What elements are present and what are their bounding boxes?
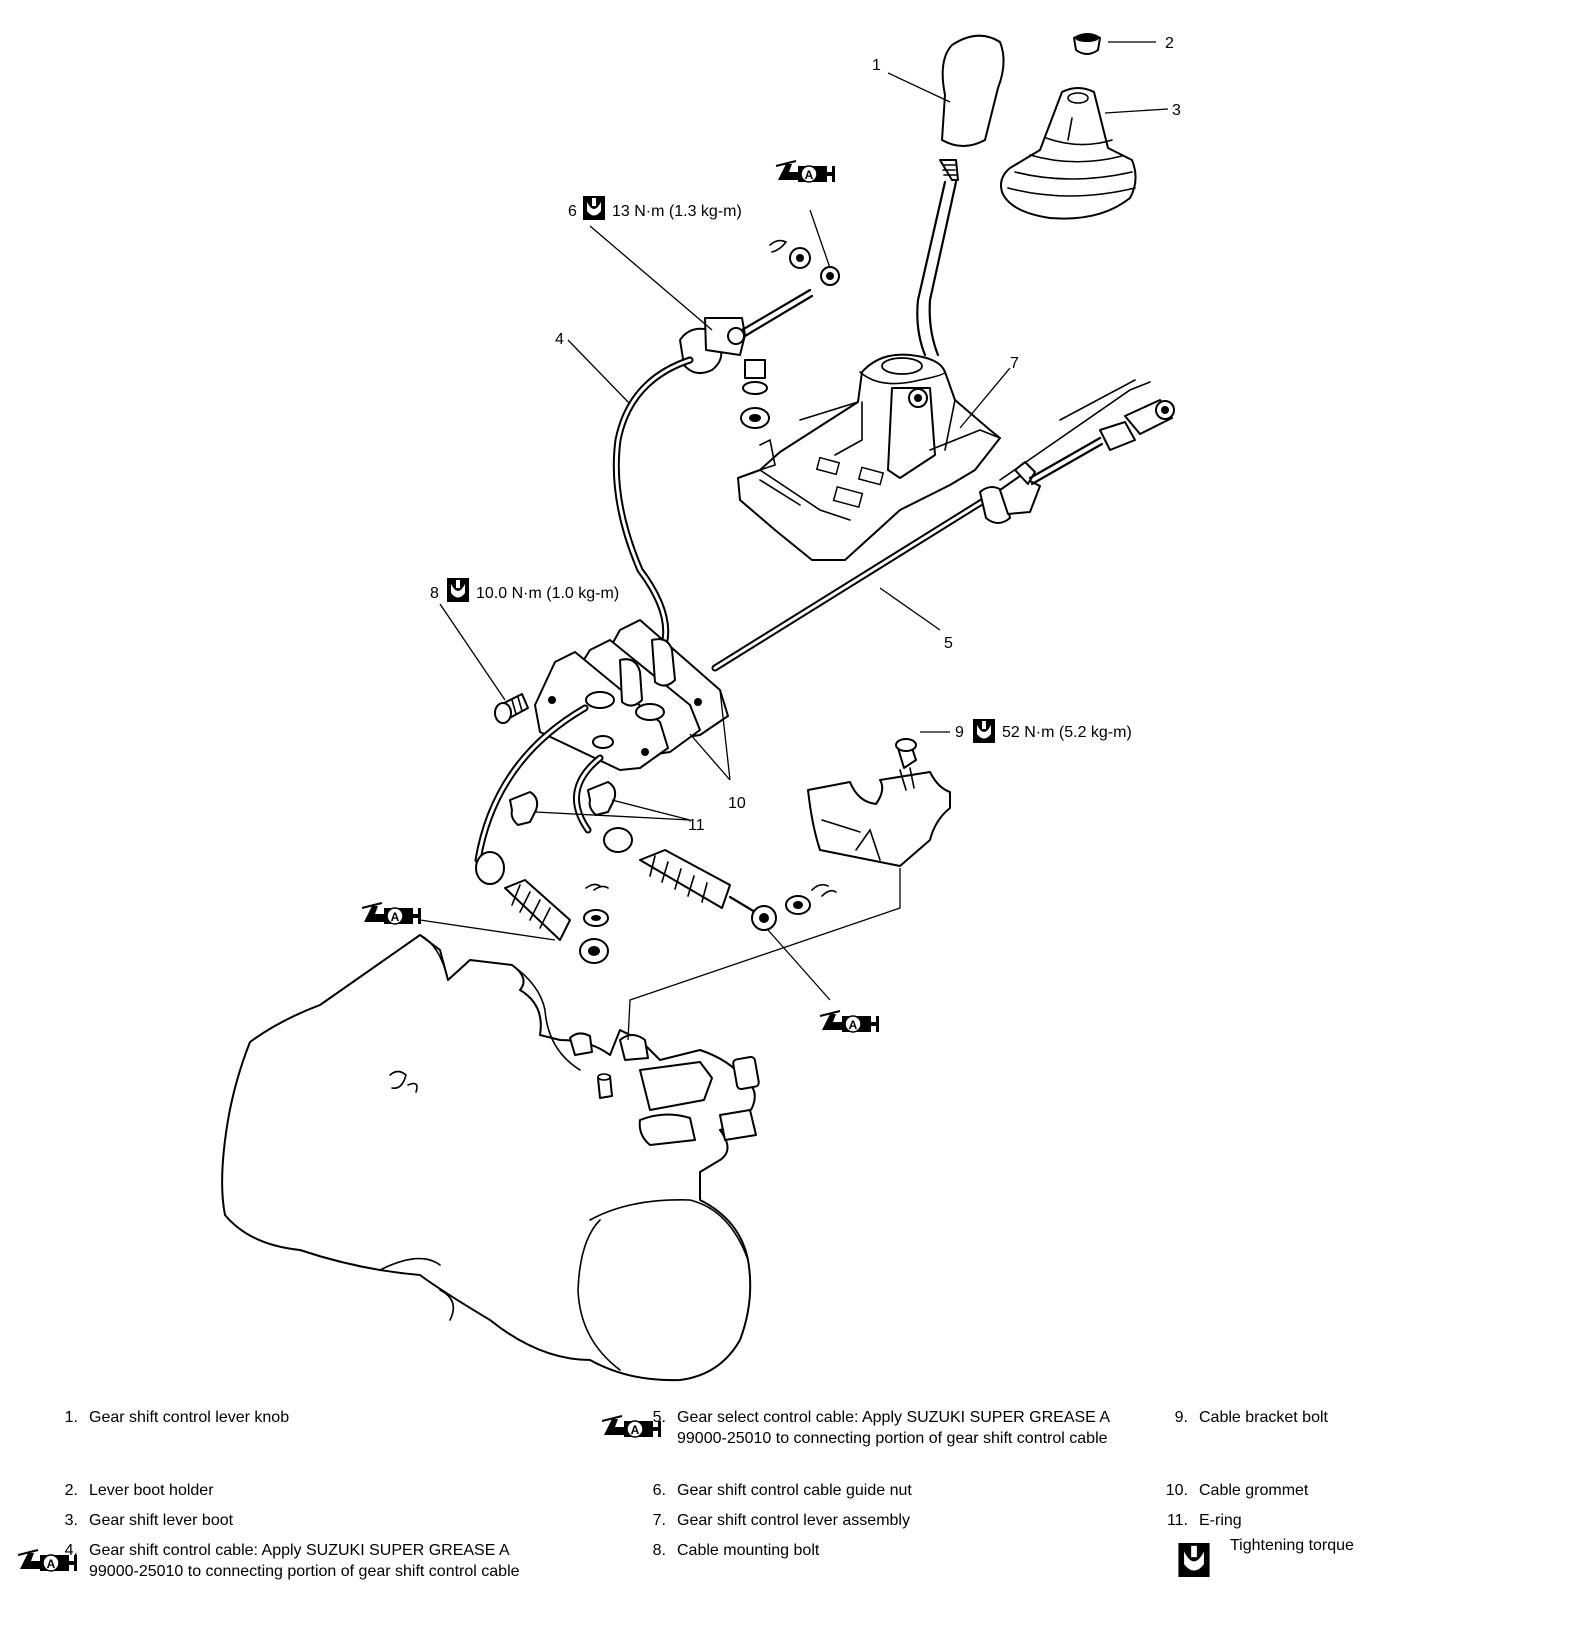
right-cable-end [603, 827, 837, 931]
legend-text: Cable mounting bolt [677, 1542, 820, 1559]
lower-cable-runs [474, 704, 604, 864]
legend-item-4: 4. Gear shift control cable: Apply SUZUK… [48, 1540, 568, 1582]
legend-item-10: 10. Cable grommet [1158, 1480, 1558, 1501]
legend-text: Gear select control cable: Apply SUZUKI … [677, 1409, 1110, 1447]
legend-item-6: 6. Gear shift control cable guide nut [636, 1480, 1196, 1501]
legend-num: 5. [652, 1409, 666, 1426]
legend-num: 4. [64, 1542, 78, 1559]
legend-text: Gear shift lever boot [89, 1512, 234, 1529]
cable-grommet [534, 619, 729, 771]
legend-text: Tightening torque [1230, 1537, 1354, 1554]
legend-text: Cable bracket bolt [1199, 1409, 1328, 1426]
tightening-torque-icon [1178, 1543, 1210, 1577]
shift-lever-boot [1000, 87, 1137, 220]
legend-text: Gear shift control cable: Apply SUZUKI S… [89, 1542, 520, 1580]
legend-item-1: 1. Gear shift control lever knob [48, 1407, 548, 1428]
legend-num: 7. [652, 1512, 666, 1529]
transmission-case [221, 934, 760, 1382]
grease-icon: A [602, 1415, 661, 1438]
parts-legend: 1. Gear shift control lever knob 2. Leve… [0, 1395, 1584, 1632]
legend-item-3: 3. Gear shift lever boot [48, 1510, 548, 1531]
callout-4: 4 [555, 331, 564, 348]
cable-guide-nut [679, 239, 840, 429]
torque-value-8: 10.0 N·m (1.0 kg-m) [476, 585, 619, 602]
callout-5: 5 [944, 635, 953, 652]
legend-num: 9. [1174, 1409, 1188, 1426]
e-ring [509, 781, 617, 826]
cable-mounting-bolt [494, 693, 529, 724]
torque-values: 13 N·m (1.3 kg-m) 10.0 N·m (1.0 kg-m) 52… [476, 203, 1132, 741]
callout-8: 8 [430, 585, 439, 602]
grease-icon: A [18, 1549, 77, 1572]
callout-labels: 1 2 3 4 5 6 7 8 9 10 11 [430, 35, 1181, 834]
callout-7: 7 [1010, 355, 1019, 372]
exploded-diagram: A [221, 33, 1181, 1382]
lever-knob [941, 34, 1005, 147]
legend-item-torque: Tightening torque [1168, 1535, 1568, 1556]
legend-item-2: 2. Lever boot holder [48, 1480, 548, 1501]
callout-1: 1 [872, 57, 881, 74]
legend-item-5: 5. Gear select control cable: Apply SUZU… [636, 1407, 1196, 1449]
legend-num: 8. [652, 1542, 666, 1559]
callout-3: 3 [1172, 102, 1181, 119]
legend-text: Lever boot holder [89, 1482, 214, 1499]
callout-2: 2 [1165, 35, 1174, 52]
torque-value-9: 52 N·m (5.2 kg-m) [1002, 724, 1132, 741]
grease-letter: A [47, 1557, 56, 1571]
callout-11: 11 [688, 817, 705, 834]
leader-lines [419, 41, 1169, 1041]
callout-9: 9 [955, 724, 964, 741]
left-cable-end [475, 851, 609, 964]
legend-num: 10. [1165, 1482, 1188, 1499]
gear-select-control-cable [711, 379, 1175, 672]
grease-letter: A [631, 1423, 640, 1437]
shift-lever [916, 159, 959, 357]
legend-num: 2. [64, 1482, 78, 1499]
cable-bracket [807, 738, 951, 867]
legend-text: Gear shift control cable guide nut [677, 1482, 912, 1499]
legend-text: E-ring [1199, 1512, 1242, 1529]
legend-text: Gear shift control lever knob [89, 1409, 290, 1426]
legend-item-8: 8. Cable mounting bolt [636, 1540, 1196, 1561]
legend-item-7: 7. Gear shift control lever assembly [636, 1510, 1196, 1531]
legend-item-9: 9. Cable bracket bolt [1158, 1407, 1558, 1428]
legend-item-11: 11. E-ring [1158, 1510, 1558, 1531]
legend-num: 1. [64, 1409, 78, 1426]
legend-num: 3. [64, 1512, 78, 1529]
torque-value-6: 13 N·m (1.3 kg-m) [612, 203, 742, 220]
legend-num: 6. [652, 1482, 666, 1499]
legend-text: Gear shift control lever assembly [677, 1512, 910, 1529]
callout-10: 10 [728, 795, 746, 812]
callout-6: 6 [568, 203, 577, 220]
shift-lever-assembly [737, 353, 1001, 561]
gear-shift-control-cable [612, 356, 694, 644]
legend-num: 11. [1166, 1512, 1188, 1529]
legend-text: Cable grommet [1199, 1482, 1309, 1499]
lever-boot-holder [1073, 33, 1101, 55]
